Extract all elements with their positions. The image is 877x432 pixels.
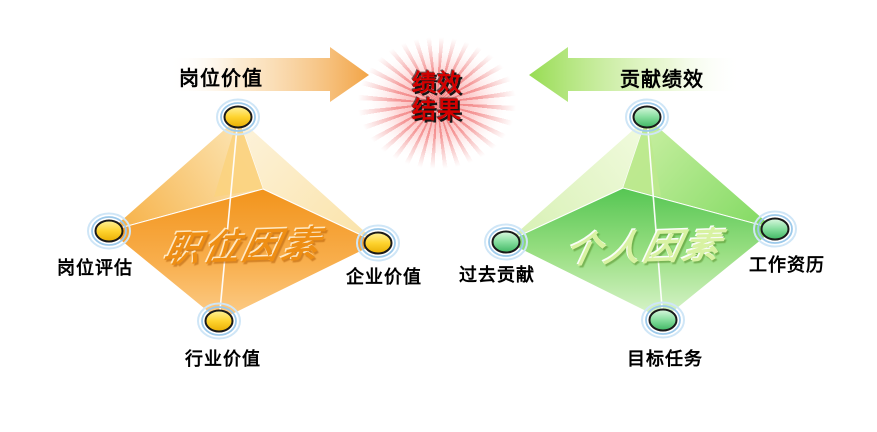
- orange-pyramid-front-edge: [218, 116, 239, 322]
- industry-value-label: 行业价值: [185, 349, 261, 370]
- post-value-arrow: [168, 47, 369, 102]
- personal-factors-pyramid: [504, 115, 777, 321]
- position-factors-pyramid: [107, 116, 380, 322]
- position-factors-title: 职位因素: [160, 224, 327, 271]
- performance-burst: [330, 14, 544, 192]
- burst-fade-overlay: [330, 14, 544, 192]
- burst-line-1: 绩效: [412, 69, 462, 97]
- past-contribution-node: [484, 223, 528, 261]
- green-pyramid-front-edge: [646, 116, 664, 321]
- contribution-performance-node: [625, 98, 669, 136]
- target-task-node: [641, 301, 685, 339]
- contribution-arrow: [529, 47, 742, 102]
- past-contribution-label: 过去贡献: [459, 265, 535, 286]
- enterprise-value-label: 企业价值: [346, 267, 422, 288]
- post-value-arrow-label: 岗位价值: [179, 66, 263, 90]
- orange-pyramid-middle-wedge: [214, 117, 263, 197]
- work-seniority-node: [753, 210, 797, 248]
- performance-result-title: 绩效 结果: [412, 70, 462, 124]
- contribution-arrow-label: 贡献绩效: [620, 67, 704, 91]
- burst-line-2: 结果: [412, 96, 462, 124]
- post-value-node: [216, 98, 260, 136]
- industry-value-node: [197, 302, 241, 340]
- work-seniority-label: 工作资历: [749, 255, 825, 276]
- target-task-label: 目标任务: [627, 349, 703, 370]
- enterprise-value-node: [356, 224, 400, 262]
- personal-factors-title: 个人因素: [561, 225, 728, 272]
- post-evaluation-label: 岗位评估: [57, 258, 133, 279]
- post-evaluation-node: [87, 212, 131, 250]
